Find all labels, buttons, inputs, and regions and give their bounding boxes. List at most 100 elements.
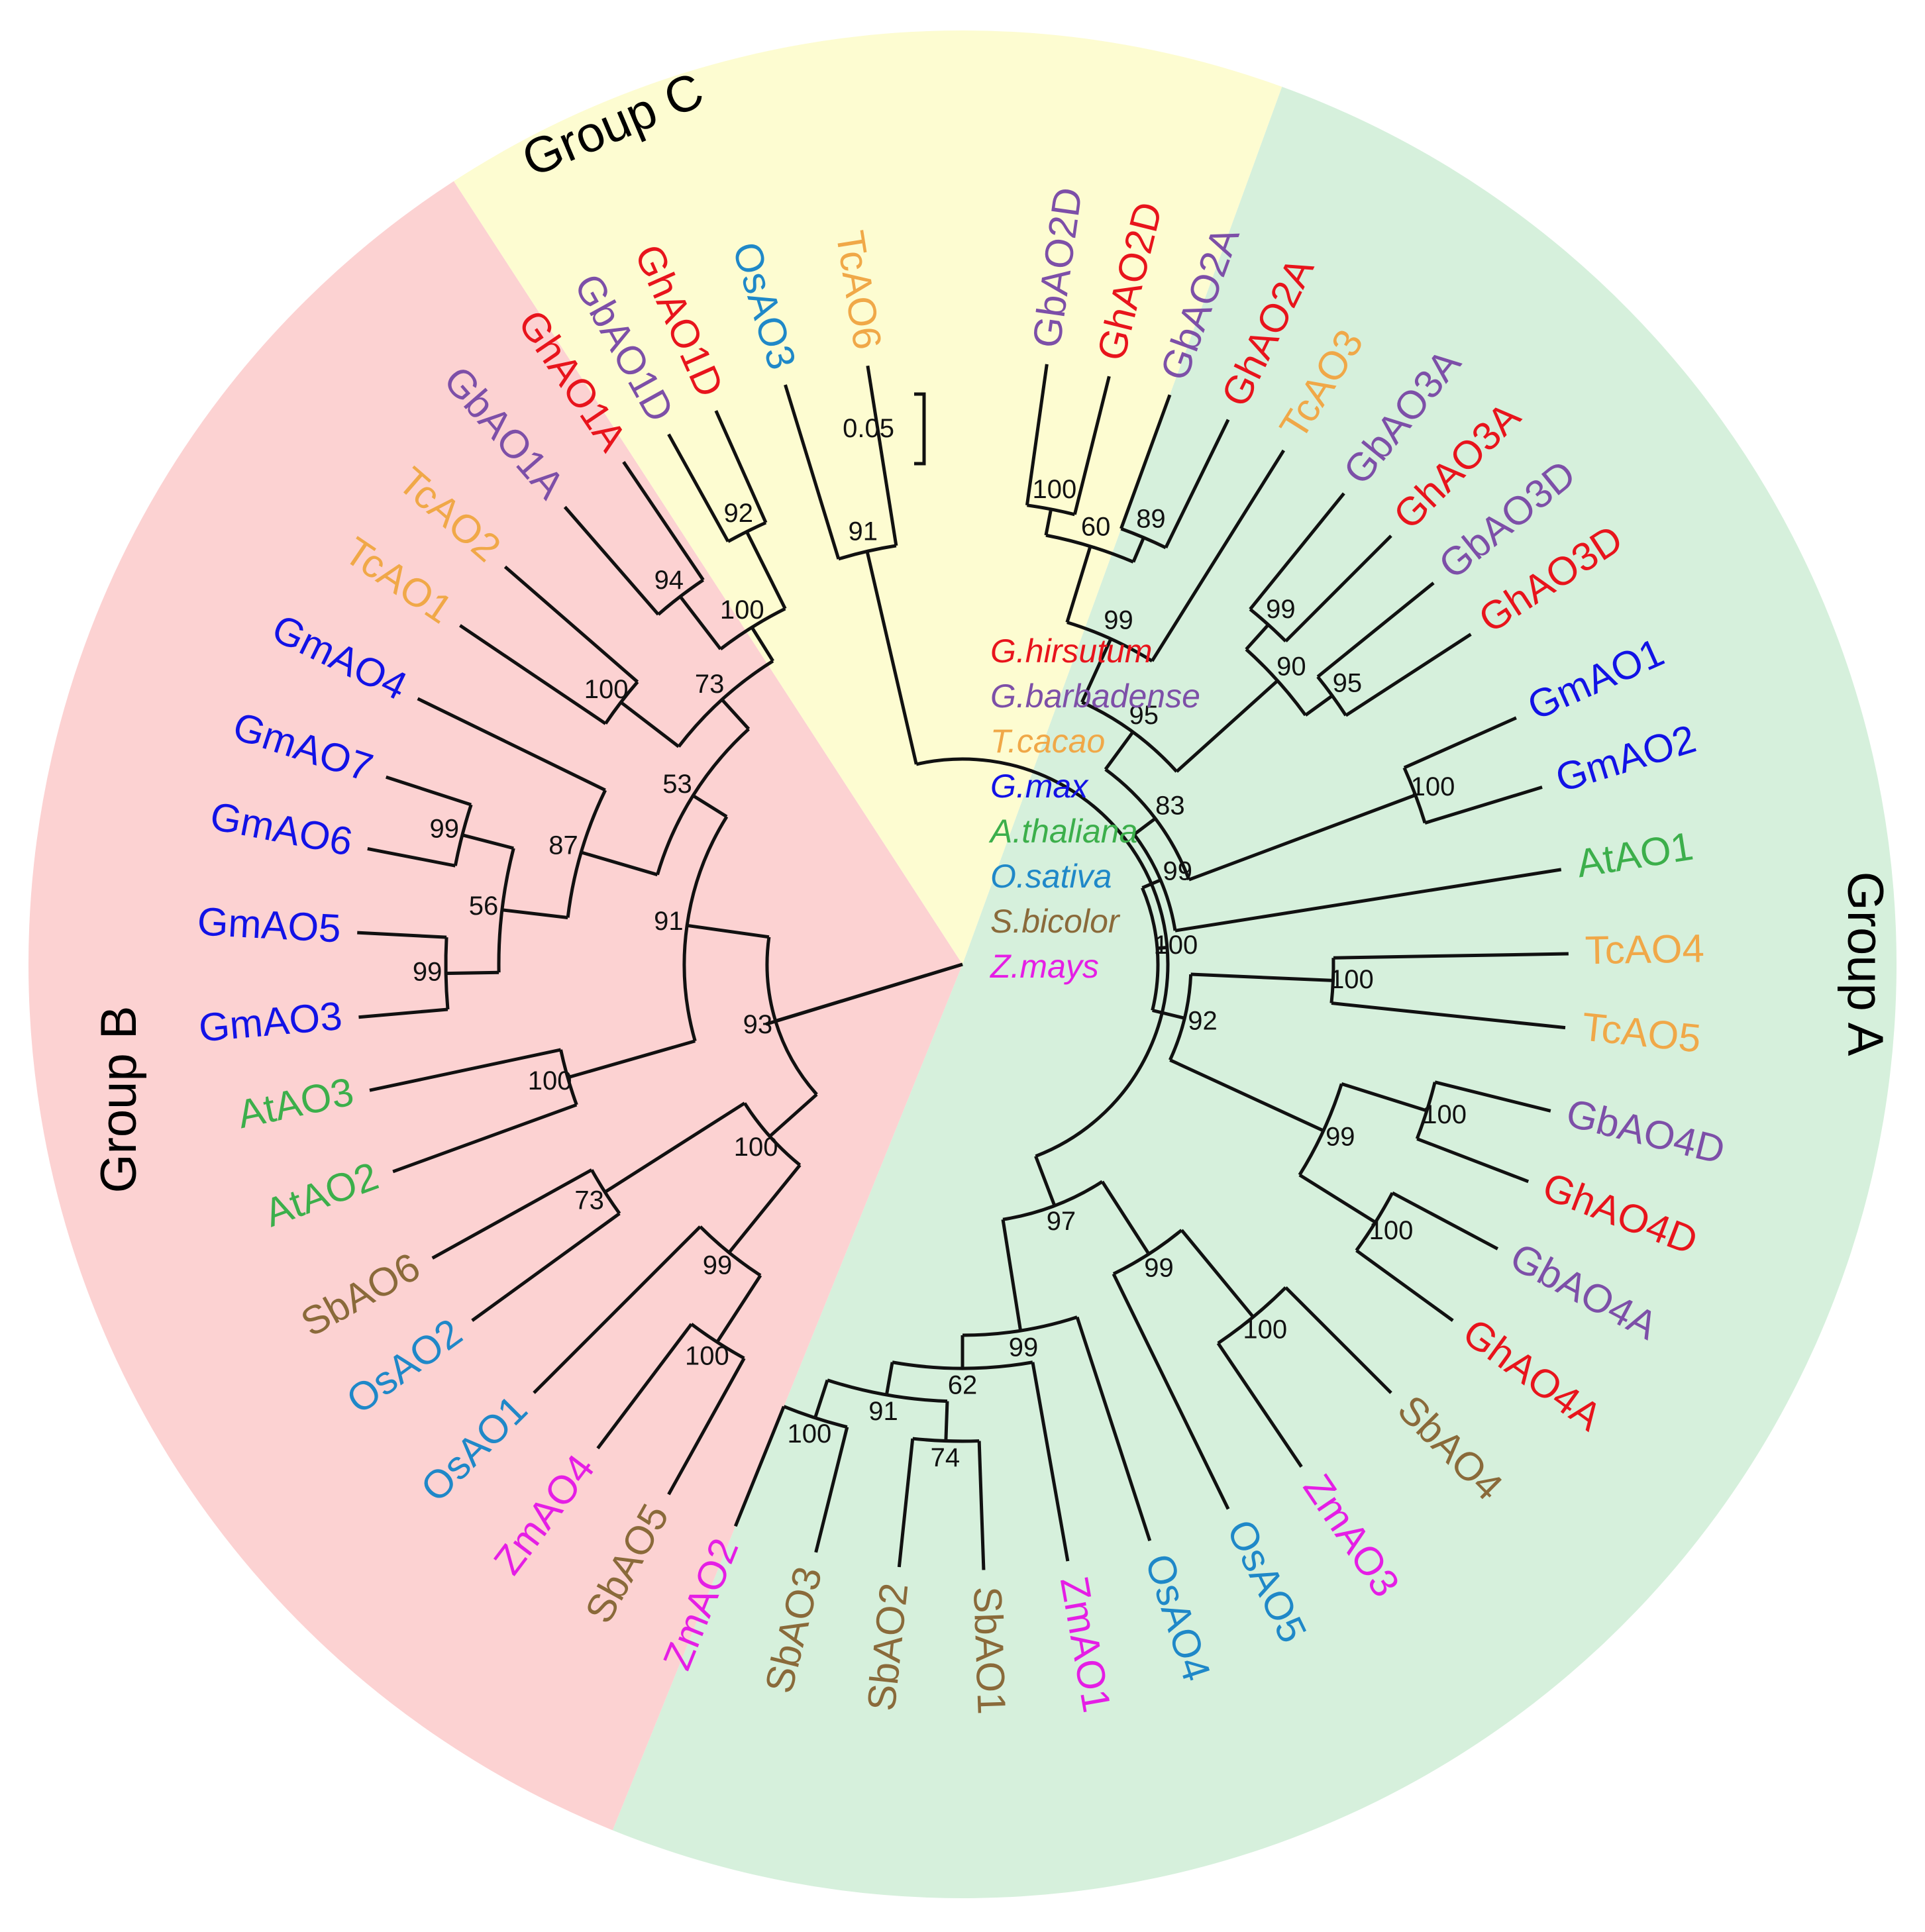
branch-line [603, 1101, 746, 1194]
branch-line [1044, 509, 1053, 536]
legend-item: S.bicolor [990, 903, 1121, 940]
branch-arc [559, 1049, 578, 1105]
bootstrap-value: 91 [868, 1397, 898, 1426]
branch-arc [827, 1378, 948, 1403]
branch-arc [1081, 700, 1178, 773]
bootstrap-value: 100 [1411, 772, 1455, 801]
bootstrap-value: 62 [948, 1371, 978, 1400]
branch-line [866, 365, 898, 546]
branch-line [1164, 419, 1230, 548]
branch-line [369, 1048, 562, 1092]
branch-arc [1104, 768, 1191, 881]
branch-line [686, 923, 770, 939]
bootstrap-value: 99 [1104, 606, 1133, 635]
branch-line [1391, 1191, 1499, 1250]
bootstrap-value: 97 [1047, 1207, 1076, 1236]
branch-line [1298, 1173, 1377, 1224]
bootstrap-value: 100 [1243, 1315, 1287, 1345]
bootstrap-value: 91 [654, 907, 684, 936]
branch-line [580, 850, 658, 877]
branch-line [692, 794, 728, 819]
bootstrap-value: 99 [703, 1251, 733, 1280]
branch-arc [765, 937, 818, 1096]
branch-line [1434, 1080, 1551, 1113]
branch-line [667, 1357, 746, 1496]
branch-arc [1045, 533, 1134, 564]
bootstrap-value: 99 [429, 814, 459, 843]
bootstrap-value: 99 [1266, 595, 1296, 624]
legend-item: T.cacao [990, 723, 1105, 760]
branch-line [1131, 536, 1145, 563]
branch-line [865, 550, 918, 765]
bootstrap-value: 90 [1276, 652, 1306, 682]
branch-arc [892, 1360, 1033, 1370]
bootstrap-value: 83 [1155, 791, 1185, 820]
branch-line [1345, 633, 1472, 717]
branch-line [1151, 449, 1285, 662]
legend-item: G.barbadense [990, 678, 1200, 715]
branch-arc [699, 1225, 762, 1277]
branch-line [1169, 1058, 1324, 1133]
branch-line [1249, 492, 1345, 611]
branch-line [1316, 582, 1435, 678]
branch-arc [1067, 621, 1153, 663]
branch-line [750, 626, 774, 662]
branch-line [714, 410, 768, 524]
branch-line [619, 701, 680, 748]
branch-line [1284, 534, 1392, 642]
branch-arc [497, 848, 515, 973]
branch-arc [1329, 958, 1335, 1003]
species-legend: G.hirsutum G.barbadense T.cacao G.max A.… [988, 633, 1200, 985]
branch-line [1175, 679, 1279, 773]
branch-arc [1245, 648, 1307, 717]
branch-line [367, 846, 456, 868]
bootstrap-value: 100 [528, 1066, 572, 1095]
branch-line [784, 384, 841, 560]
branch-line [1025, 364, 1049, 506]
bootstrap-value: 53 [662, 770, 692, 799]
branch-line [768, 1093, 818, 1138]
branch-line [733, 1405, 786, 1527]
bootstrap-value: 100 [584, 675, 629, 704]
branch-line [1119, 394, 1172, 530]
branch-arc [1249, 607, 1287, 642]
branch-arc [656, 727, 750, 876]
branch-line [462, 833, 514, 850]
group-b-label: Group B [91, 1005, 147, 1193]
branch-arc [1217, 1286, 1287, 1345]
branch-line [567, 1039, 696, 1080]
branch-arc [912, 1437, 980, 1443]
branch-line [977, 1441, 986, 1570]
branch-line [431, 1168, 593, 1260]
bootstrap-value: 100 [1329, 965, 1374, 994]
branch-line [745, 531, 787, 610]
branch-line [1341, 1082, 1428, 1113]
bootstrap-value: 95 [1129, 701, 1159, 730]
branch-line [1104, 731, 1135, 771]
branch-line [1333, 952, 1569, 960]
bootstrap-value: 100 [685, 1341, 729, 1370]
branch-arc [1141, 887, 1160, 1011]
branch-line [1031, 1362, 1070, 1562]
branch-line [1190, 972, 1333, 982]
branch-arc [1298, 1083, 1343, 1176]
branch-line [721, 698, 751, 731]
branch-arc [566, 789, 607, 918]
group-b-sector [28, 181, 963, 1831]
branch-line [622, 461, 705, 582]
branch-line [358, 1007, 448, 1019]
bootstrap-value: 100 [1369, 1216, 1414, 1245]
bootstrap-value: 95 [1333, 669, 1363, 698]
bootstrap-value: 99 [1163, 856, 1193, 886]
branch-line [884, 1362, 894, 1396]
branch-line [501, 908, 568, 919]
branch-line [1080, 638, 1113, 703]
branch-line [1304, 694, 1333, 717]
branch-arc [962, 1315, 1078, 1337]
bootstrap-value: 100 [787, 1419, 831, 1449]
legend-item: O.sativa [990, 858, 1112, 895]
bootstrap-value: 100 [1033, 475, 1077, 504]
branch-arc [783, 1405, 848, 1429]
